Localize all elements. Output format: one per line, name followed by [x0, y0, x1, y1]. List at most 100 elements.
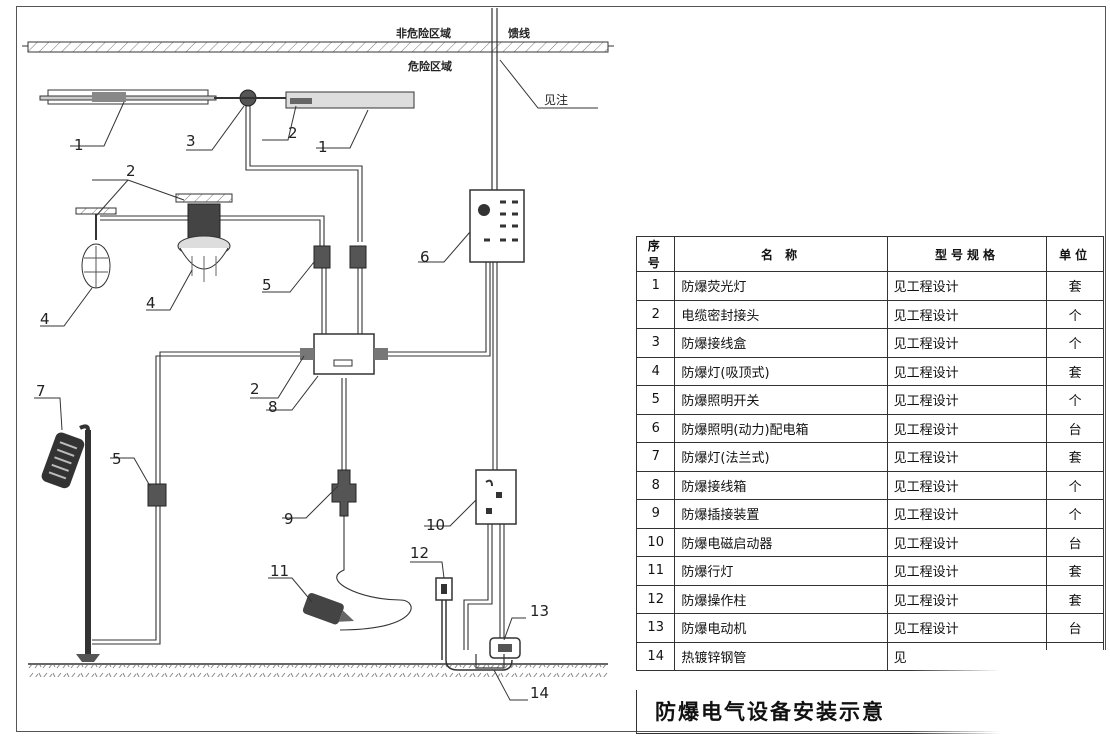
row-no: 11: [635, 556, 676, 586]
plug-connector: [331, 469, 357, 517]
row-spec: 见工程设计: [886, 527, 1048, 557]
callout-4b: 4: [146, 294, 156, 312]
row-name: 防爆电动机: [674, 613, 888, 643]
row-name: 防爆灯(法兰式): [674, 442, 888, 472]
row-no: 10: [635, 527, 676, 557]
callout-9: 9: [284, 510, 294, 528]
row-no: 1: [635, 271, 676, 301]
row-name: 防爆灯(吸顶式): [674, 356, 888, 386]
explosion-proof-junction-box: [300, 333, 388, 375]
row-unit: 个: [1046, 328, 1104, 358]
feeder-cable: [491, 8, 498, 190]
row-name: 防爆插接装置: [674, 499, 888, 529]
see-note-leader: [499, 59, 598, 109]
see-note-label: 见注: [544, 92, 568, 107]
row-spec: 见工程设计: [886, 271, 1048, 301]
row-spec: 见工程设计: [886, 385, 1048, 415]
callout-5a: 5: [262, 276, 272, 294]
row-spec: 见工程设计: [886, 470, 1048, 500]
row-spec: 见工程设计: [886, 413, 1048, 443]
legend-header-no: 序号: [635, 236, 676, 272]
callout-10: 10: [426, 516, 445, 534]
ceiling-lamp: [175, 193, 233, 282]
drawing-frame: [16, 6, 1106, 732]
callout-numbers: 1 1 2 2 2 3 4 4 5 5 6 7 8 9 10 11 12 13 …: [36, 124, 549, 702]
row-spec: 见工程设计: [886, 299, 1048, 329]
callout-2a: 2: [126, 162, 136, 180]
callout-7: 7: [36, 382, 46, 400]
row-no: 8: [635, 470, 676, 500]
callout-1a: 1: [74, 136, 84, 154]
explosion-proof-fluorescent-lamp-left: [39, 89, 217, 105]
row-no: 14: [635, 641, 676, 671]
callout-6: 6: [420, 248, 430, 266]
feeder-label: 馈线: [508, 26, 530, 40]
row-unit: 套: [1046, 442, 1104, 472]
row-name: 防爆照明开关: [674, 385, 888, 415]
row-spec: 见工程设计: [886, 442, 1048, 472]
callout-leaders: [34, 101, 528, 701]
callout-13: 13: [530, 602, 549, 620]
row-no: 6: [635, 413, 676, 443]
row-unit: 台: [1046, 413, 1104, 443]
row-no: 2: [635, 299, 676, 329]
callout-14: 14: [530, 684, 549, 702]
row-unit: 套: [1046, 356, 1104, 386]
callout-2b: 2: [288, 124, 298, 142]
row-unit: 台: [1046, 613, 1104, 643]
cable-routes: [92, 100, 505, 650]
zone-label-hazardous: 危险区域: [407, 59, 452, 73]
ground-line: [28, 663, 608, 677]
row-name: 防爆电磁启动器: [674, 527, 888, 557]
legend-header-unit: 单位: [1046, 236, 1104, 272]
row-spec: 见工程设计: [886, 556, 1048, 586]
row-unit: 个: [1046, 470, 1104, 500]
motor: [489, 637, 521, 659]
row-no: 5: [635, 385, 676, 415]
flange-lamp-pole: [41, 424, 100, 662]
row-name: 防爆照明(动力)配电箱: [674, 413, 888, 443]
ceiling-slab: [22, 41, 614, 53]
row-no: 7: [635, 442, 676, 472]
magnetic-starter: [475, 469, 517, 525]
junction-box: [214, 89, 286, 107]
legend-header-spec: 型号规格: [886, 236, 1048, 272]
row-name: 热镀锌钢管: [674, 641, 888, 671]
lighting-switch: [147, 245, 367, 507]
callout-8: 8: [268, 398, 278, 416]
legend-header-row: 序号 名 称 型号规格 单位: [635, 236, 1104, 272]
explosion-proof-fluorescent-lamp-right: [285, 91, 415, 109]
watermark-fade: [910, 650, 1110, 740]
row-no: 9: [635, 499, 676, 529]
distribution-box: [469, 189, 525, 263]
row-unit: 个: [1046, 499, 1104, 529]
row-no: 3: [635, 328, 676, 358]
row-name: 防爆操作柱: [674, 584, 888, 614]
row-spec: 见工程设计: [886, 328, 1048, 358]
hand-lamp: [302, 593, 355, 625]
steel-conduit: [445, 654, 513, 671]
zone-label-non-hazardous: 非危险区域: [396, 26, 451, 40]
row-spec: 见工程设计: [886, 356, 1048, 386]
row-unit: 个: [1046, 385, 1104, 415]
pendant-lamp: [75, 207, 117, 289]
callout-4a: 4: [40, 310, 50, 328]
row-name: 防爆行灯: [674, 556, 888, 586]
row-no: 4: [635, 356, 676, 386]
row-spec: 见工程设计: [886, 584, 1048, 614]
row-no: 13: [635, 613, 676, 643]
callout-11: 11: [270, 562, 289, 580]
callout-2c: 2: [250, 380, 260, 398]
